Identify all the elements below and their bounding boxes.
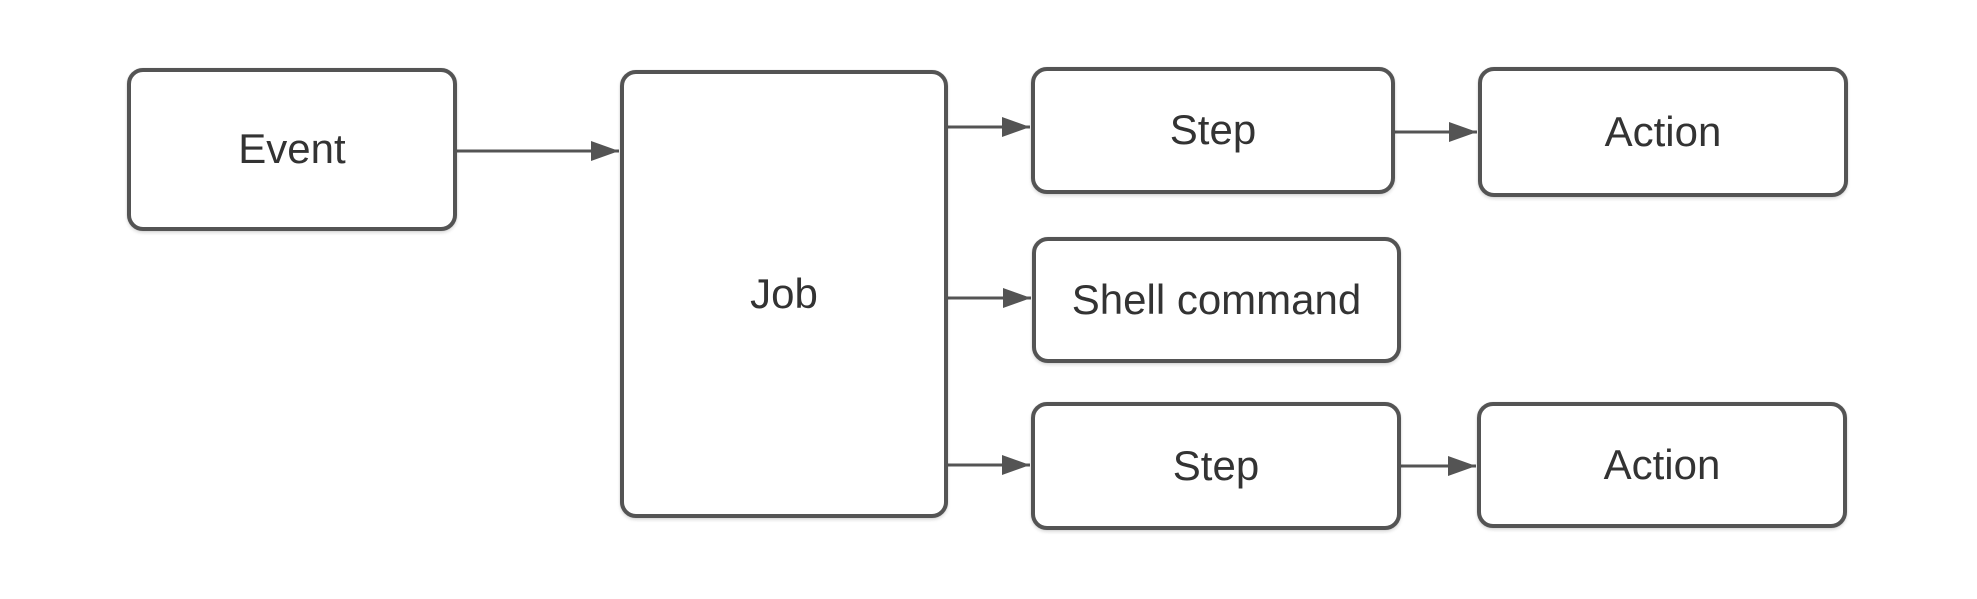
node-job: Job [620, 70, 948, 518]
node-step-1-label: Step [1169, 106, 1257, 154]
node-action-2: Action [1477, 402, 1847, 528]
node-shell-command-label: Shell command [1071, 275, 1362, 323]
node-action-2-label: Action [1603, 440, 1721, 488]
node-step-2-label: Step [1172, 441, 1260, 489]
node-shell-command: Shell command [1032, 237, 1401, 363]
node-event-label: Event [238, 125, 346, 173]
node-action-1: Action [1478, 67, 1848, 197]
node-action-1-label: Action [1604, 107, 1722, 155]
node-step-1: Step [1031, 67, 1395, 194]
node-job-label: Job [750, 269, 818, 317]
node-step-2: Step [1031, 402, 1401, 530]
node-event: Event [127, 68, 457, 231]
